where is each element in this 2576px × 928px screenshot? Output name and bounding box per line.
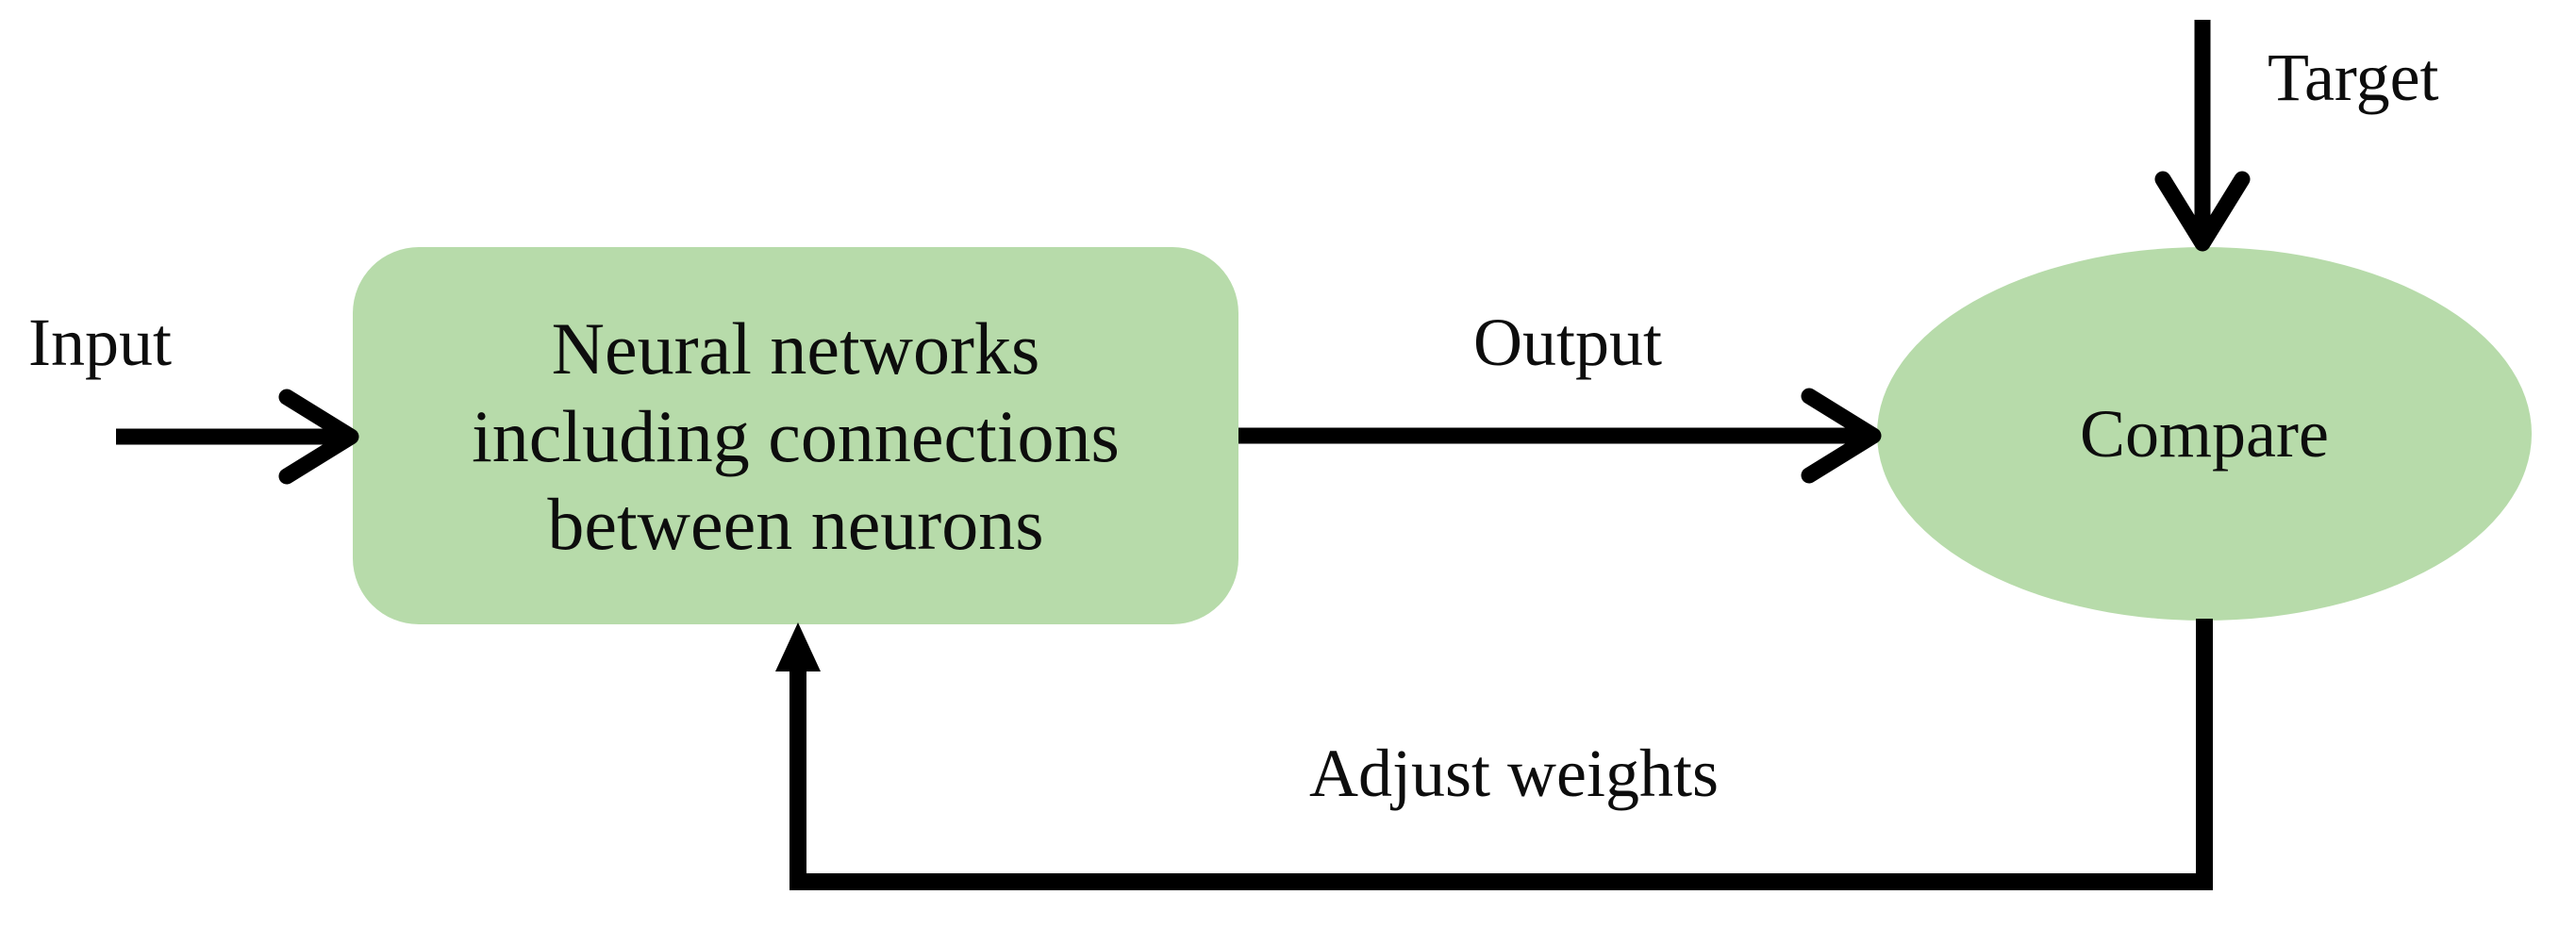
adjust-weights-label: Adjust weights bbox=[1309, 736, 1720, 811]
neural-network-box-line3: between neurons bbox=[547, 482, 1044, 565]
neural-network-box: Neural networks including connections be… bbox=[353, 247, 1238, 624]
target-label: Target bbox=[2268, 40, 2439, 115]
neural-network-box-line2: including connections bbox=[472, 394, 1120, 477]
compare-ellipse-label: Compare bbox=[2080, 395, 2329, 472]
output-label: Output bbox=[1473, 305, 1663, 380]
neural-network-box-line1: Neural networks bbox=[551, 307, 1040, 389]
output-arrow bbox=[1238, 388, 1882, 484]
target-arrow bbox=[2154, 20, 2251, 252]
compare-ellipse: Compare bbox=[1877, 247, 2532, 621]
neural-network-box-text: Neural networks including connections be… bbox=[472, 305, 1120, 568]
input-arrow bbox=[116, 389, 359, 485]
input-label: Input bbox=[28, 305, 172, 380]
